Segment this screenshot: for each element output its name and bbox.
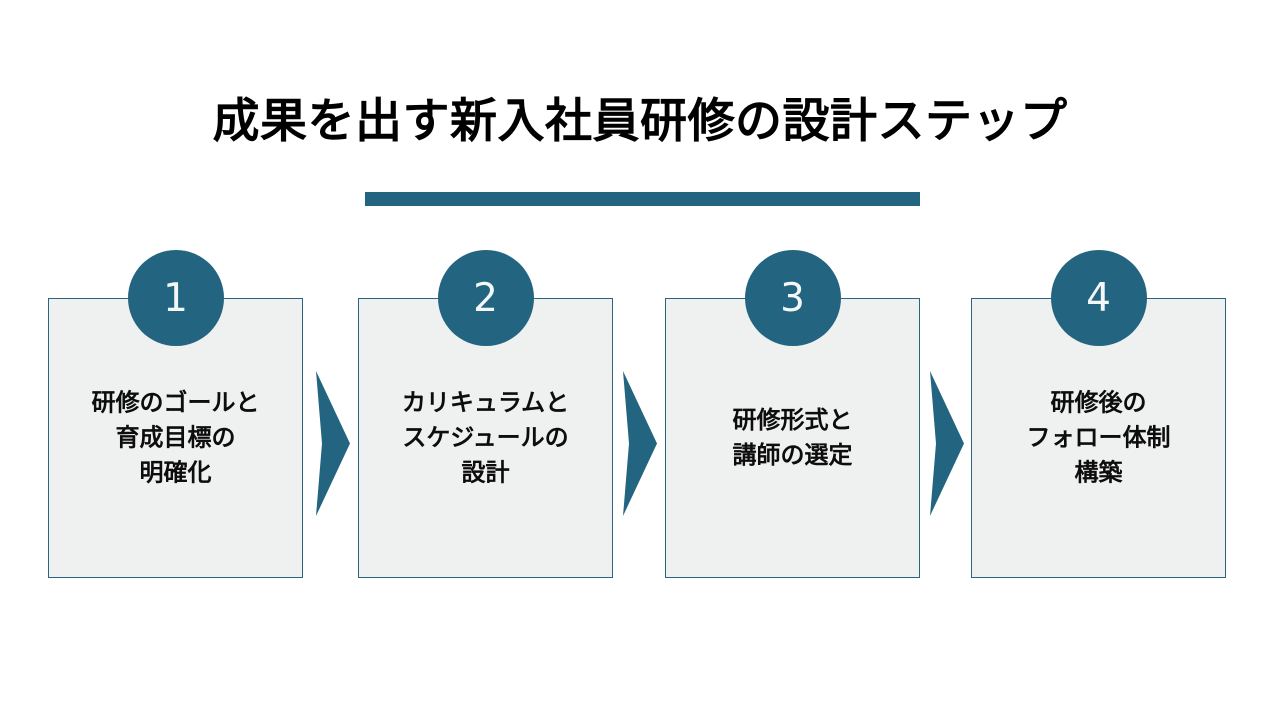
step-label-1: 研修のゴールと 育成目標の 明確化 [91, 388, 260, 487]
page-title: 成果を出す新入社員研修の設計ステップ [212, 94, 1068, 149]
step-item-1[interactable]: 研修のゴールと 育成目標の 明確化 1 [48, 250, 303, 578]
step-label-3: 研修形式と 講師の選定 [732, 406, 853, 469]
title-block: 成果を出す新入社員研修の設計ステップ [0, 94, 1280, 149]
step-item-3[interactable]: 研修形式と 講師の選定 3 [665, 250, 920, 578]
step-number-badge-2: 2 [437, 250, 534, 346]
step-item-4[interactable]: 研修後の フォロー体制 構築 4 [971, 250, 1226, 578]
step-number-badge-1: 1 [127, 250, 224, 346]
step-item-2[interactable]: カリキュラムと スケジュールの 設計 2 [358, 250, 613, 578]
arrow-icon-2-to-3 [621, 371, 657, 516]
step-number-badge-4: 4 [1050, 250, 1147, 346]
title-underline-bar [365, 192, 920, 206]
arrow-icon-3-to-4 [928, 371, 964, 516]
step-label-4: 研修後の フォロー体制 構築 [1026, 388, 1171, 487]
arrow-icon-1-to-2 [314, 371, 350, 516]
step-label-2: カリキュラムと スケジュールの 設計 [401, 388, 570, 487]
step-number-badge-3: 3 [744, 250, 841, 346]
